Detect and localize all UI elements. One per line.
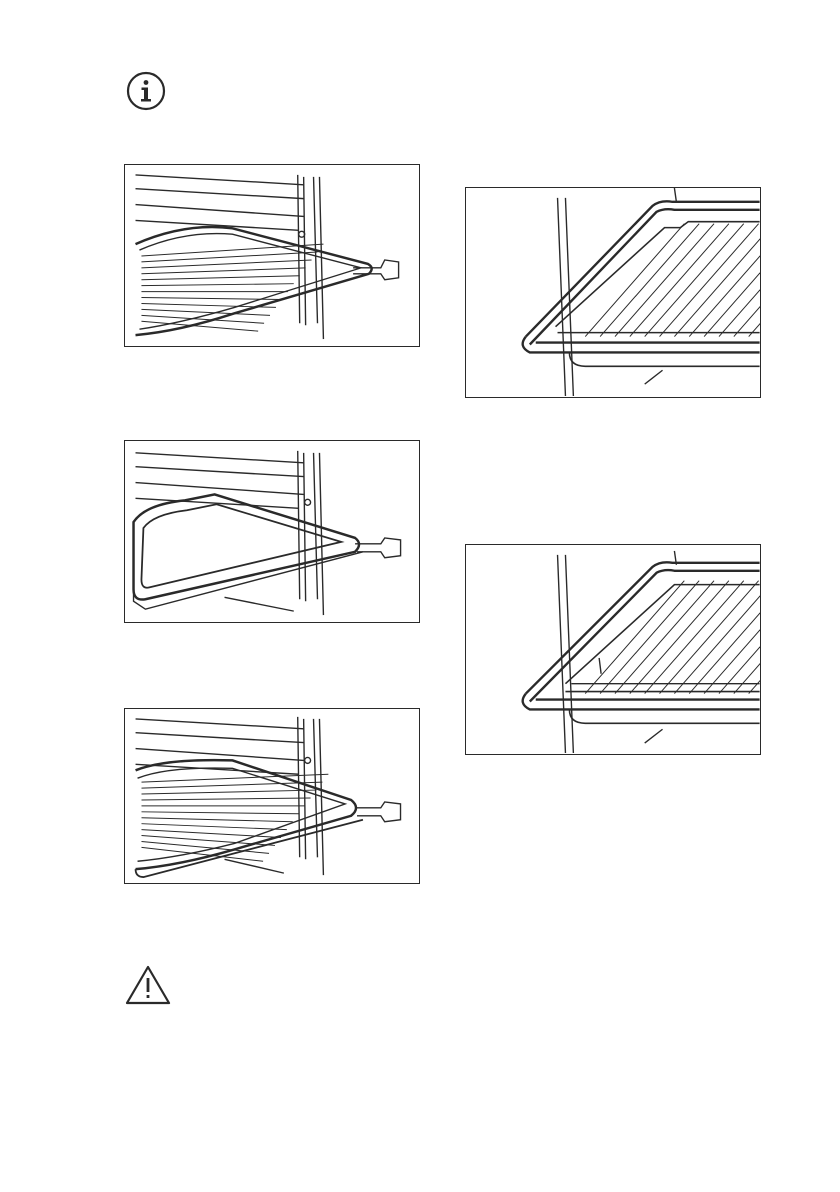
wire-line (142, 782, 323, 788)
wire-line (704, 224, 760, 337)
wire-line (600, 581, 699, 694)
wire-line (734, 224, 760, 337)
wire-line (141, 303, 276, 307)
wire-line (630, 224, 729, 337)
wire-line (141, 309, 270, 315)
page-footer (0, 1184, 120, 1192)
wire-line (630, 581, 729, 694)
oven-tray-illustration (124, 440, 420, 623)
oven-deep-pan-grid-illustration-2 (465, 544, 761, 755)
wire-line (141, 260, 311, 268)
wire-line (645, 224, 744, 337)
warning-triangle-icon (124, 964, 172, 1006)
oven-shelf-and-tray-illustration (124, 708, 420, 884)
wire-line (142, 812, 299, 814)
wire-line (142, 830, 281, 838)
wire-line (734, 581, 760, 694)
wire-line (142, 818, 293, 822)
info-icon (126, 71, 166, 111)
wire-line (674, 224, 760, 337)
wire-line (141, 268, 305, 274)
wire-line (141, 284, 293, 286)
wire-line (585, 581, 684, 694)
wire-line (142, 798, 311, 800)
wire-line (142, 836, 275, 846)
wire-line (660, 581, 759, 694)
wire-line (689, 224, 760, 337)
oven-wire-shelf-illustration (124, 164, 420, 347)
wire-line (142, 824, 287, 830)
wire-line (704, 581, 760, 694)
wire-line (689, 581, 760, 694)
wire-line (585, 224, 684, 337)
wire-line (141, 244, 323, 256)
wire-line (142, 790, 317, 794)
wire-line (141, 276, 299, 280)
wire-line (142, 774, 329, 782)
wire-line (660, 224, 759, 337)
wire-line (674, 581, 760, 694)
oven-deep-pan-grid-illustration (465, 187, 761, 398)
wire-line (615, 581, 714, 694)
